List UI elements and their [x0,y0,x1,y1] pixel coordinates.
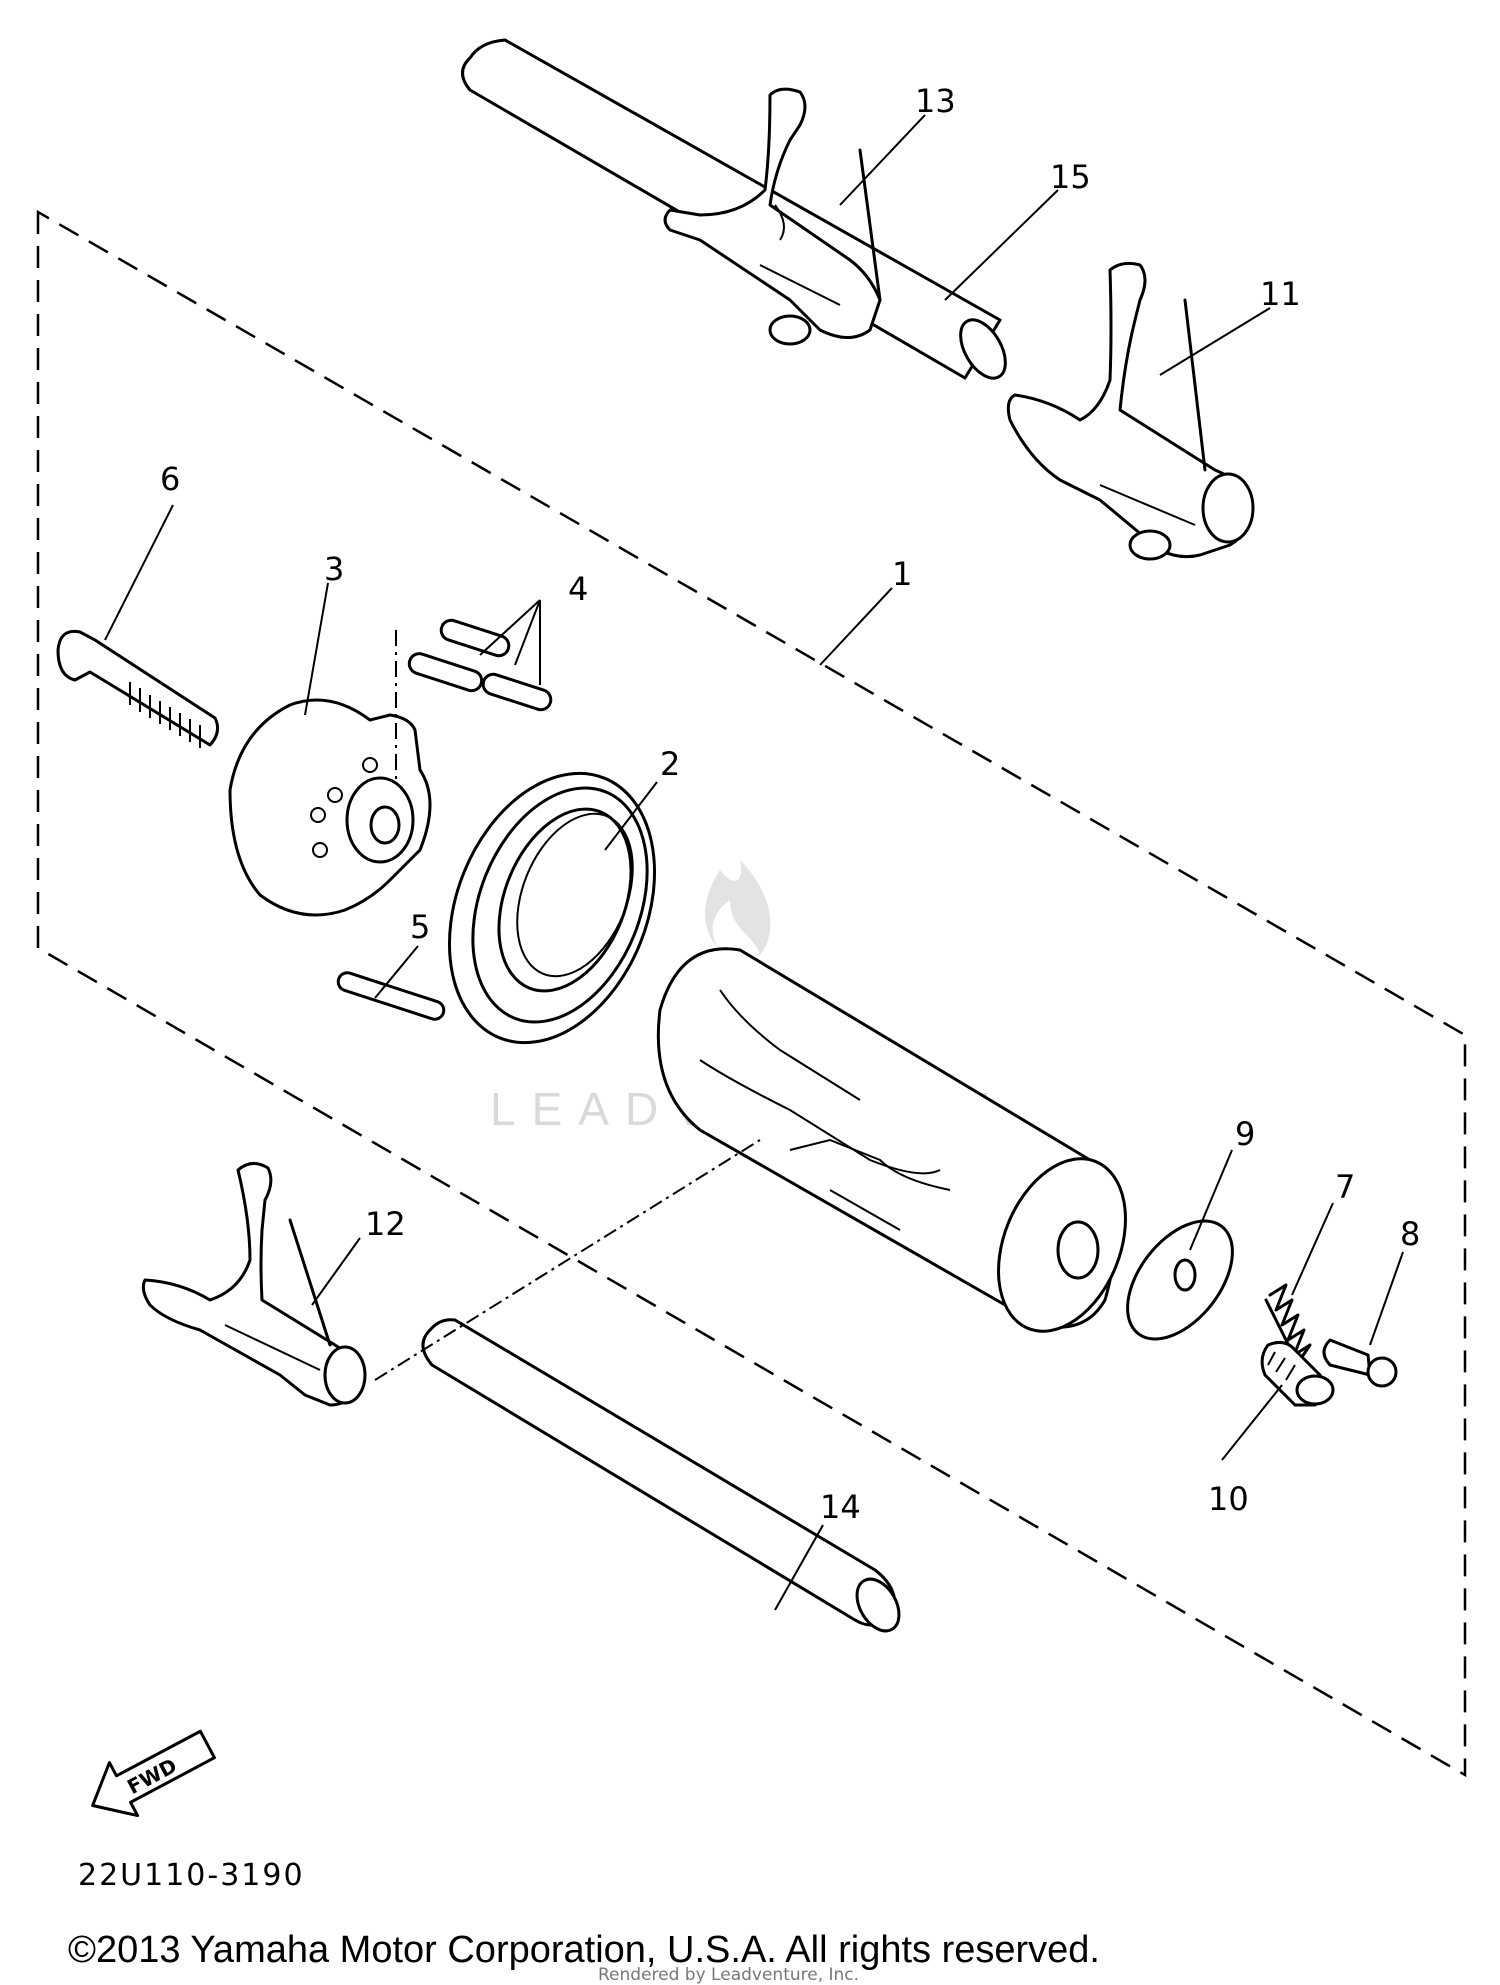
callout-7: 7 [1335,1168,1355,1206]
part-14-shaft [421,1318,901,1633]
part-12-shift-fork [141,1162,367,1407]
callout-15: 15 [1050,158,1091,196]
shift-drum [656,947,1127,1333]
part-10-screw [1260,1340,1335,1407]
part-8-stopper [1322,1338,1398,1388]
copyright-text: ©2013 Yamaha Motor Corporation, U.S.A. A… [68,1929,1100,1971]
callout-10: 10 [1208,1480,1249,1518]
callout-3: 3 [324,550,344,588]
callout-numbers: 13 15 11 6 3 4 1 2 5 9 7 8 12 10 14 [160,82,1420,1526]
callout-9: 9 [1235,1115,1255,1153]
callout-1: 1 [892,555,912,593]
part-4-pins [395,618,553,780]
part-11-shift-fork [1006,261,1255,561]
callout-5: 5 [410,908,430,946]
diagram-code: 22U110-3190 [78,1858,305,1893]
fwd-arrow-icon: FWD [91,1729,216,1818]
part-6-bolt [56,629,220,748]
callout-8: 8 [1400,1215,1420,1253]
callout-6: 6 [160,460,180,498]
callout-2: 2 [660,745,680,783]
part-5-pin [336,971,446,1021]
callout-13: 13 [915,82,956,120]
callout-leaders [104,114,1404,1611]
rendered-by-text: Rendered by Leadventure, Inc. [598,1965,859,1985]
part-2-bearing [447,771,657,1045]
assembly-boundary [36,209,1467,1778]
part-3-segment [228,698,432,917]
callout-4: 4 [568,570,588,608]
part-9-washer [1126,1219,1234,1341]
part-13-shift-fork [663,87,882,346]
callout-12: 12 [365,1205,406,1243]
callout-11: 11 [1260,275,1301,313]
callout-14: 14 [820,1488,861,1526]
